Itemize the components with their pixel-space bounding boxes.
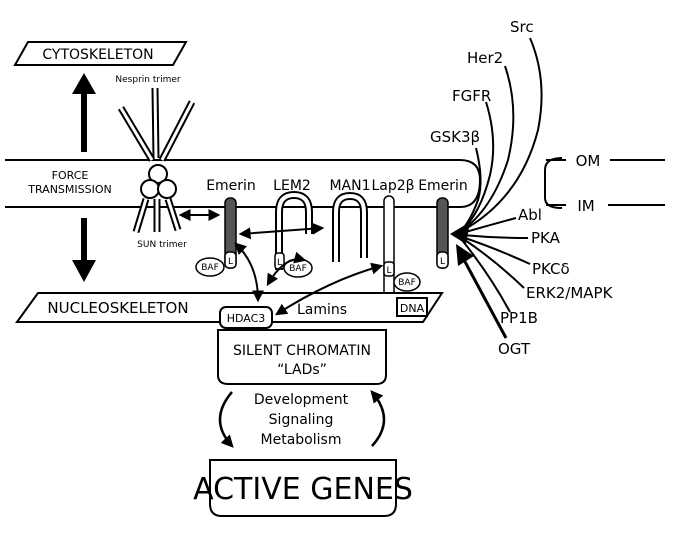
lap2b-lem-label: L <box>386 266 391 276</box>
lap2b-baf-label: BAF <box>398 278 416 288</box>
emerin-lamin-arrow <box>234 242 264 303</box>
kinase-pka: PKA <box>531 229 561 247</box>
kinase-arrowhead <box>450 222 470 244</box>
fgfr-line <box>459 101 495 233</box>
kinase-her2: Her2 <box>467 49 503 67</box>
erk2-line <box>461 237 525 289</box>
membrane-legend: OM IM <box>544 152 665 215</box>
membrane-bracket <box>544 157 563 209</box>
dna-box: DNA <box>396 297 428 317</box>
force-arrows <box>72 73 96 282</box>
kinase-gsk3b: GSK3β <box>430 128 480 146</box>
emerin-right-lem-label: L <box>440 257 445 267</box>
chromatin-to-genes-arrow <box>218 391 234 448</box>
lap2b-baf <box>393 272 421 292</box>
linc-complex: Nesprin trimer SUN trimer <box>115 75 196 250</box>
lap2b: Lap2β L L BAF <box>371 178 421 309</box>
emerin-right-label: Emerin <box>418 178 468 194</box>
emerin-left-label: Emerin <box>206 178 256 194</box>
man1-outline <box>332 191 368 262</box>
kinase-ogt: OGT <box>498 340 531 358</box>
cytoskeleton-label: CYTOSKELETON <box>42 47 153 63</box>
force-arrow-down-head <box>72 260 96 282</box>
kinase-lines <box>450 37 543 339</box>
hdac3-box: HDAC3 <box>219 306 273 329</box>
emerin-right-lem-domain <box>436 251 449 269</box>
genes-to-chromatin-arrow <box>370 390 386 447</box>
process-metabolism: Metabolism <box>261 432 342 448</box>
emerin-left-baf <box>195 257 225 277</box>
force-label-line1: FORCE <box>52 169 89 182</box>
emerin-left: Emerin L BAF <box>195 178 256 277</box>
lap2b-lem-domain <box>383 261 395 277</box>
lem2-label: LEM2 <box>273 178 311 194</box>
om-label: OM <box>576 152 601 170</box>
emerin-right: Emerin L <box>418 178 468 269</box>
lap2-hdac3-arrow <box>274 262 384 316</box>
ogt-arrowhead <box>456 244 474 266</box>
nesprin-trimer <box>117 87 196 162</box>
ogt-line <box>461 257 508 339</box>
process-development: Development <box>254 392 349 408</box>
pka-line <box>461 234 529 239</box>
her2-line <box>459 65 515 233</box>
src-line <box>459 37 543 233</box>
force-arrow-up-head <box>72 73 96 94</box>
kinase-abl: Abl <box>518 206 542 224</box>
kinase-src: Src <box>510 18 534 36</box>
active-genes-box: ACTIVE GENES <box>193 459 413 517</box>
sun-label: SUN trimer <box>137 240 187 250</box>
dna-label: DNA <box>400 302 425 315</box>
process-signaling: Signaling <box>269 412 334 428</box>
emerin-lem2-arrow <box>238 222 325 240</box>
pp1b-line <box>461 239 511 313</box>
processes: Development Signaling Metabolism <box>254 392 349 448</box>
lamins-label: Lamins <box>297 302 347 318</box>
lem2-baf-label: BAF <box>289 264 307 274</box>
force-label-line2: TRANSMISSION <box>27 183 111 196</box>
pkcd-line <box>461 236 531 265</box>
lads-label: “LADs” <box>277 362 327 378</box>
kinase-pkcd: PKCδ <box>532 260 570 278</box>
active-genes-label: ACTIVE GENES <box>193 472 413 507</box>
im-label: IM <box>577 197 594 215</box>
lem2: LEM2 L BAF <box>273 178 313 278</box>
emerin-left-baf-label: BAF <box>201 263 219 273</box>
silent-chromatin-box: SILENT CHROMATIN “LADs” <box>217 329 387 385</box>
kinase-fgfr: FGFR <box>452 87 491 105</box>
kinase-labels: Src Her2 FGFR GSK3β Abl PKA PKCδ ERK2/MA… <box>430 18 614 358</box>
nucleoskeleton-label: NUCLEOSKELETON <box>47 299 188 317</box>
sun-trimer <box>132 164 182 234</box>
man1-label: MAN1 <box>329 178 370 194</box>
lap2b-body <box>383 195 395 303</box>
silent-chromatin-label: SILENT CHROMATIN <box>233 343 371 359</box>
hdac3-label: HDAC3 <box>227 312 266 325</box>
nesprin-label: Nesprin trimer <box>115 75 180 85</box>
kinase-pp1b: PP1B <box>500 309 538 327</box>
cytoskeleton-box: CYTOSKELETON <box>13 41 188 66</box>
lap2b-label: Lap2β <box>371 178 414 194</box>
emerin-left-lem-label: L <box>228 257 233 267</box>
man1: MAN1 <box>329 178 371 262</box>
kinase-erk2: ERK2/MAPK <box>526 284 614 302</box>
